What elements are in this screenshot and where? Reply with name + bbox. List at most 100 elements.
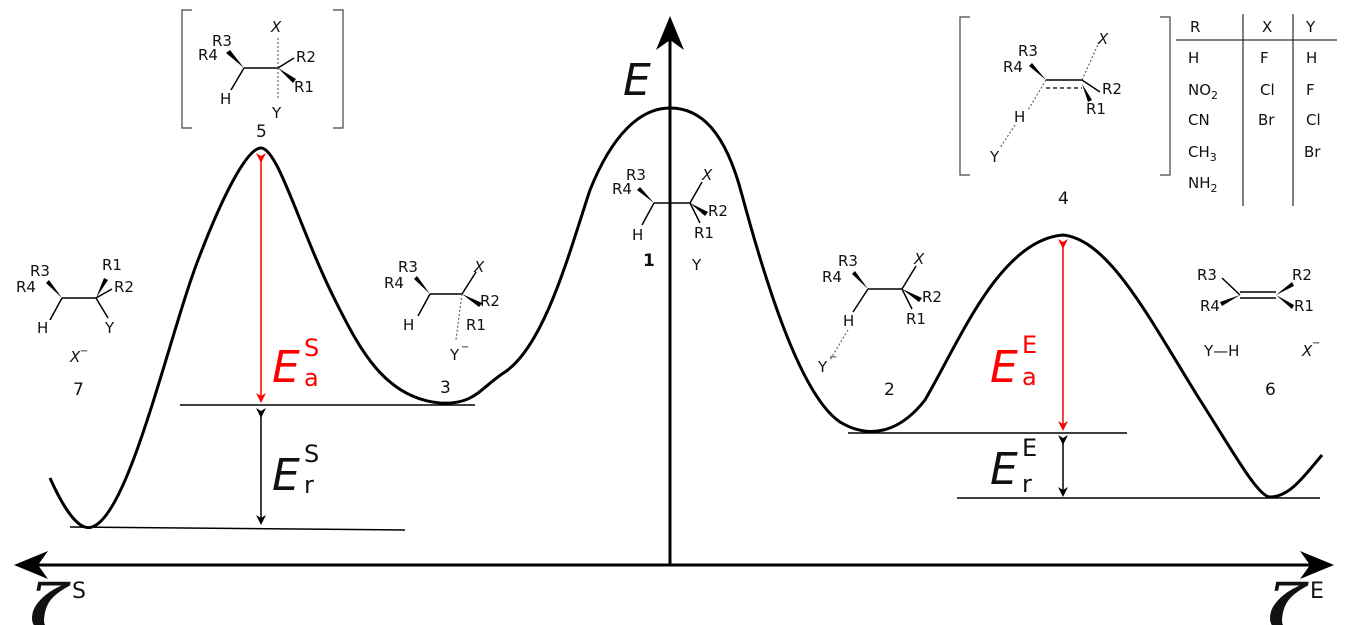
svg-text:Cl: Cl: [1306, 111, 1321, 129]
svg-text:R1: R1: [102, 256, 122, 274]
table-header-x: X: [1262, 18, 1272, 36]
svg-text:H: H: [220, 90, 231, 108]
svg-text:R3: R3: [1197, 266, 1217, 284]
zeta-s-label: ζ S: [30, 571, 86, 625]
state-7-label: 7: [73, 380, 84, 400]
svg-text:X: X: [1301, 342, 1313, 360]
svg-text:R2: R2: [1292, 266, 1312, 284]
svg-text:Cl: Cl: [1260, 81, 1275, 99]
svg-text:X: X: [913, 250, 925, 268]
svg-text:Y: Y: [449, 346, 460, 364]
svg-text:−: −: [461, 342, 469, 353]
svg-text:CH3: CH3: [1188, 143, 1217, 164]
svg-text:R1: R1: [1294, 297, 1314, 315]
svg-text:r: r: [304, 471, 314, 499]
svg-text:R3: R3: [1018, 42, 1038, 60]
svg-text:−: −: [1312, 338, 1320, 349]
svg-text:H: H: [1014, 108, 1025, 126]
svg-text:X: X: [473, 258, 485, 276]
svg-text:R4: R4: [16, 278, 36, 296]
svg-text:r: r: [1022, 470, 1032, 498]
substituents-table: R X Y H NO2 CN CH3 NH2 F Cl Br H F Cl Br: [1176, 14, 1337, 206]
svg-text:E: E: [1310, 579, 1324, 604]
energy-axis-label: E: [623, 55, 651, 106]
svg-text:E: E: [272, 342, 300, 393]
svg-text:R3: R3: [398, 258, 418, 276]
svg-text:−: −: [829, 352, 837, 363]
svg-text:R3: R3: [30, 262, 50, 280]
molecule-6: R3 R4 R2 R1 Y—H X −: [1197, 266, 1320, 360]
svg-text:R4: R4: [384, 274, 404, 292]
zeta-e-label: ζ E: [1268, 571, 1324, 625]
svg-text:H: H: [843, 312, 854, 330]
svg-text:NH2: NH2: [1188, 174, 1218, 195]
molecule-3: R3 R4 H X R2 R1 Y −: [384, 258, 500, 364]
svg-text:a: a: [1022, 363, 1037, 391]
svg-text:R4: R4: [198, 46, 218, 64]
svg-text:R2: R2: [708, 202, 728, 220]
svg-text:R3: R3: [626, 166, 646, 184]
svg-text:H: H: [632, 226, 643, 244]
svg-text:F: F: [1306, 81, 1315, 99]
svg-text:R4: R4: [612, 180, 632, 198]
molecule-2: R3 R4 H X R2 R1 Y −: [817, 250, 942, 376]
state-3-label: 3: [440, 378, 451, 398]
svg-text:S: S: [304, 440, 319, 468]
svg-text:S: S: [304, 334, 319, 362]
molecule-7: R3 R4 H R1 R2 Y X −: [16, 256, 134, 366]
molecule-4: R3 R4 H Y X R2 R1: [959, 16, 1171, 176]
svg-text:NO2: NO2: [1188, 81, 1218, 102]
svg-text:R1: R1: [466, 316, 486, 334]
svg-text:R4: R4: [1003, 58, 1023, 76]
svg-text:E: E: [990, 444, 1018, 495]
energy-curve: [48, 106, 1324, 530]
svg-text:Y—H: Y—H: [1203, 342, 1239, 360]
state-2-label: 2: [884, 380, 895, 400]
svg-text:Y: Y: [989, 148, 1000, 166]
svg-text:X: X: [701, 166, 713, 184]
svg-text:R3: R3: [838, 252, 858, 270]
svg-text:R2: R2: [480, 292, 500, 310]
state-4-label: 4: [1058, 189, 1069, 209]
svg-text:R3: R3: [212, 32, 232, 50]
svg-text:CN: CN: [1188, 111, 1210, 129]
svg-text:F: F: [1260, 49, 1269, 67]
svg-text:R2: R2: [922, 288, 942, 306]
svg-text:Br: Br: [1304, 143, 1321, 161]
svg-text:E: E: [1022, 331, 1037, 359]
svg-text:H: H: [403, 316, 414, 334]
molecule-1: R3 R4 H X R2 R1 Y: [612, 166, 728, 274]
state-1-label: 1: [643, 251, 655, 271]
svg-text:ζ: ζ: [1268, 571, 1309, 625]
molecule-5: R3 R4 H X Y R2 R1: [181, 9, 344, 129]
svg-text:E: E: [1022, 434, 1037, 462]
svg-text:Br: Br: [1258, 111, 1275, 129]
svg-text:R4: R4: [822, 268, 842, 286]
svg-text:R1: R1: [1086, 100, 1106, 118]
svg-text:R1: R1: [294, 78, 314, 96]
reaction-e-label: E E r: [990, 434, 1037, 498]
svg-text:R2: R2: [296, 48, 316, 66]
svg-text:ζ: ζ: [30, 571, 71, 625]
svg-text:X: X: [69, 348, 81, 366]
svg-text:Y: Y: [104, 319, 115, 337]
level-7: [69, 526, 406, 531]
svg-text:Y: Y: [691, 256, 702, 274]
svg-text:X: X: [1097, 30, 1109, 48]
svg-text:R4: R4: [1200, 297, 1220, 315]
svg-text:E: E: [990, 342, 1018, 393]
svg-text:Y: Y: [817, 358, 828, 376]
svg-text:R1: R1: [906, 310, 926, 328]
svg-text:S: S: [72, 579, 86, 604]
reaction-sn-label: E S r: [272, 440, 319, 501]
table-header-y: Y: [1305, 18, 1316, 36]
table-header-r: R: [1190, 18, 1200, 36]
svg-text:R2: R2: [114, 278, 134, 296]
svg-text:R1: R1: [694, 224, 714, 242]
svg-text:H: H: [1306, 49, 1317, 67]
svg-text:R2: R2: [1102, 80, 1122, 98]
svg-text:−: −: [80, 346, 88, 357]
svg-text:X: X: [270, 18, 282, 36]
svg-text:H: H: [37, 319, 48, 337]
